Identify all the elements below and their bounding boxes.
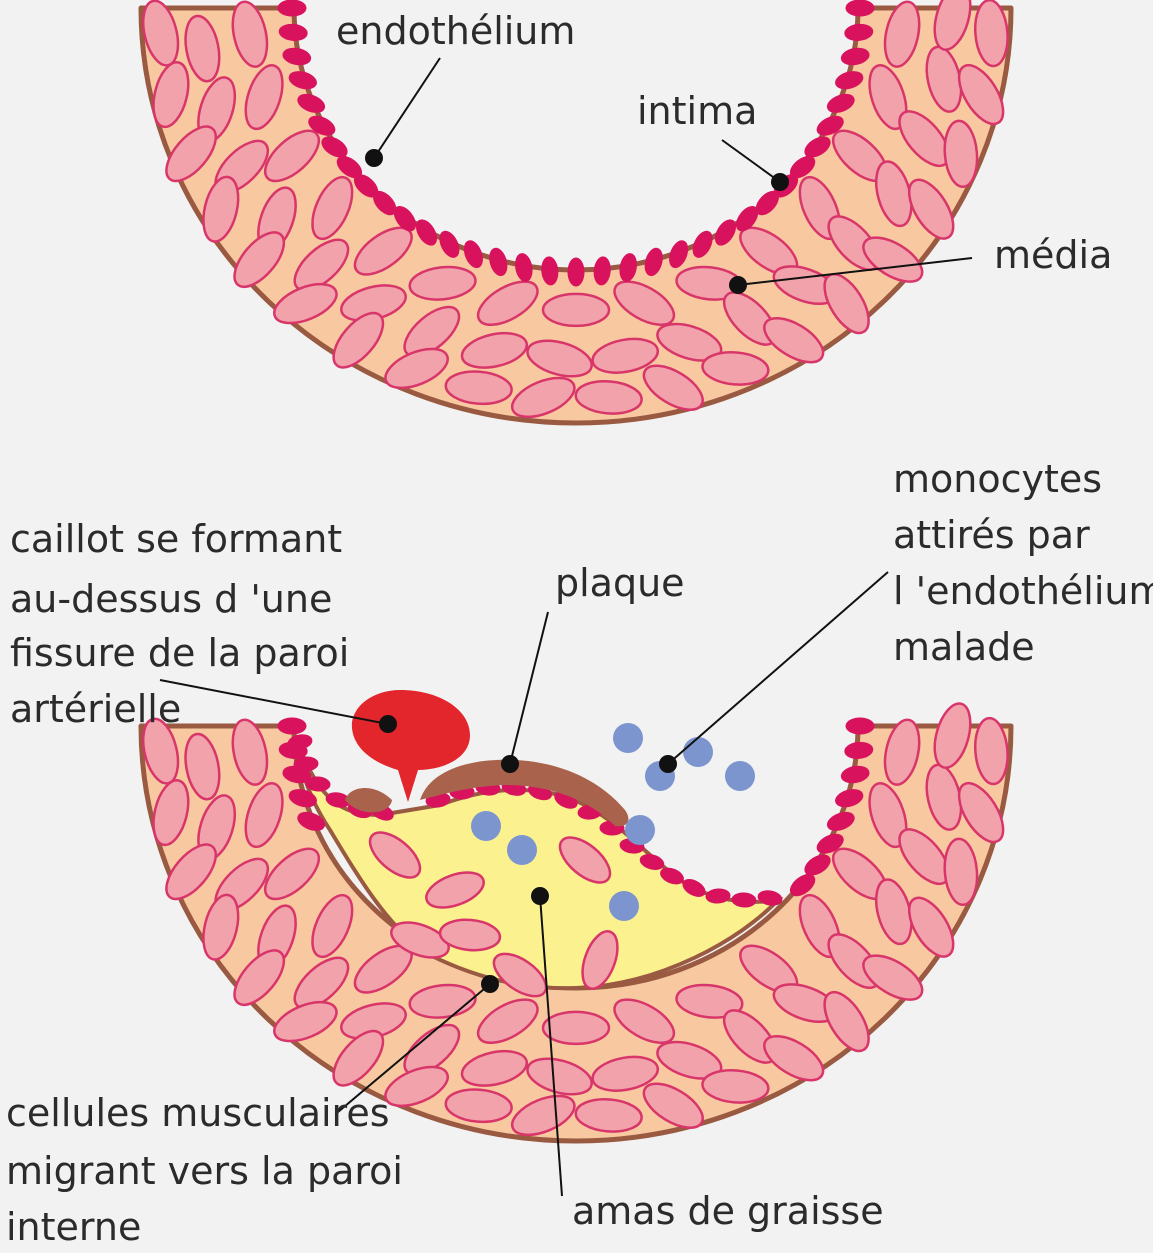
endothelium-leader <box>374 58 440 158</box>
label-fat: amas de graisse <box>572 1189 884 1233</box>
clot-leader <box>160 680 388 724</box>
intima-pin <box>771 173 789 191</box>
endothelial-cell <box>278 718 306 734</box>
label-clot-line-3: fissure de la paroi <box>10 631 349 675</box>
intima-leader <box>722 140 780 182</box>
label-muscle-cells-line-1: cellules musculaires <box>6 1091 390 1135</box>
plaque-leader <box>510 612 548 764</box>
clot-pin <box>379 715 397 733</box>
media-pin <box>729 276 747 294</box>
label-monocytes-line-3: l 'endothélium <box>893 569 1153 613</box>
label-plaque: plaque <box>555 561 685 605</box>
diseased-artery <box>137 690 1012 1143</box>
muscle-cells-pin <box>481 975 499 993</box>
endothelial-cell <box>846 0 874 16</box>
label-muscle-cells-line-2: migrant vers la paroi <box>6 1149 403 1193</box>
monocyte <box>725 761 755 791</box>
endothelium-pin <box>365 149 383 167</box>
muscle-cell <box>543 294 609 326</box>
endothelial-cell <box>568 258 584 286</box>
healthy-artery <box>137 0 1012 425</box>
muscle-cell <box>543 1012 609 1044</box>
label-monocytes-line-2: attirés par <box>893 513 1090 557</box>
label-intima: intima <box>637 89 757 133</box>
monocytes-leader <box>668 572 888 764</box>
label-monocytes-line-4: malade <box>893 625 1035 669</box>
monocyte <box>471 811 501 841</box>
monocyte <box>683 737 713 767</box>
endothelial-cell <box>846 718 874 734</box>
label-clot-line-1: caillot se formant <box>10 517 342 561</box>
monocytes-pin <box>659 755 677 773</box>
monocyte <box>609 891 639 921</box>
monocyte <box>613 723 643 753</box>
label-endothelium: endothélium <box>336 9 575 53</box>
monocyte <box>625 815 655 845</box>
label-muscle-cells-line-3: interne <box>6 1205 141 1249</box>
endothelial-cell <box>278 0 306 16</box>
label-monocytes-line-1: monocytes <box>893 457 1102 501</box>
plaque-pin <box>501 755 519 773</box>
fat-pin <box>531 887 549 905</box>
label-clot-line-4: artérielle <box>10 687 181 731</box>
monocyte <box>507 835 537 865</box>
label-media: média <box>994 233 1112 277</box>
label-clot-line-2: au-dessus d 'une <box>10 577 332 621</box>
